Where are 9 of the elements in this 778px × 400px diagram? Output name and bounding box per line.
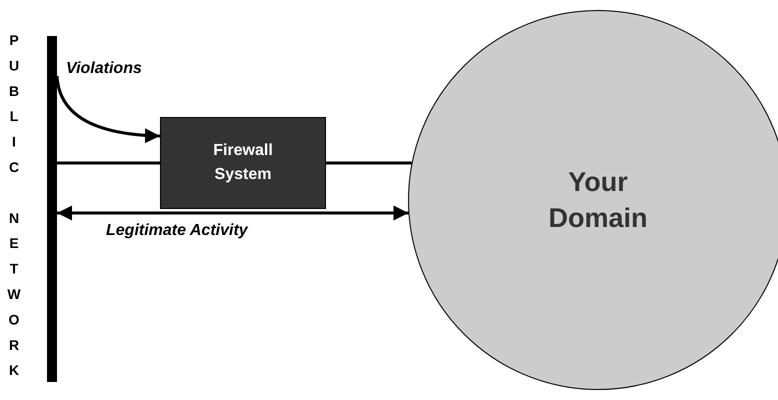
arrow: [57, 206, 408, 220]
edge-label: Legitimate Activity: [106, 222, 248, 240]
box-title: Firewall System: [212, 141, 274, 185]
connector-line: [57, 162, 160, 164]
circle-title: Your Domain: [547, 166, 648, 235]
arrow: [56, 76, 160, 143]
vertical-network-label: PUBLIC NETWORK: [6, 32, 22, 388]
connector-line: [326, 162, 412, 164]
firewall-box: [160, 117, 326, 209]
